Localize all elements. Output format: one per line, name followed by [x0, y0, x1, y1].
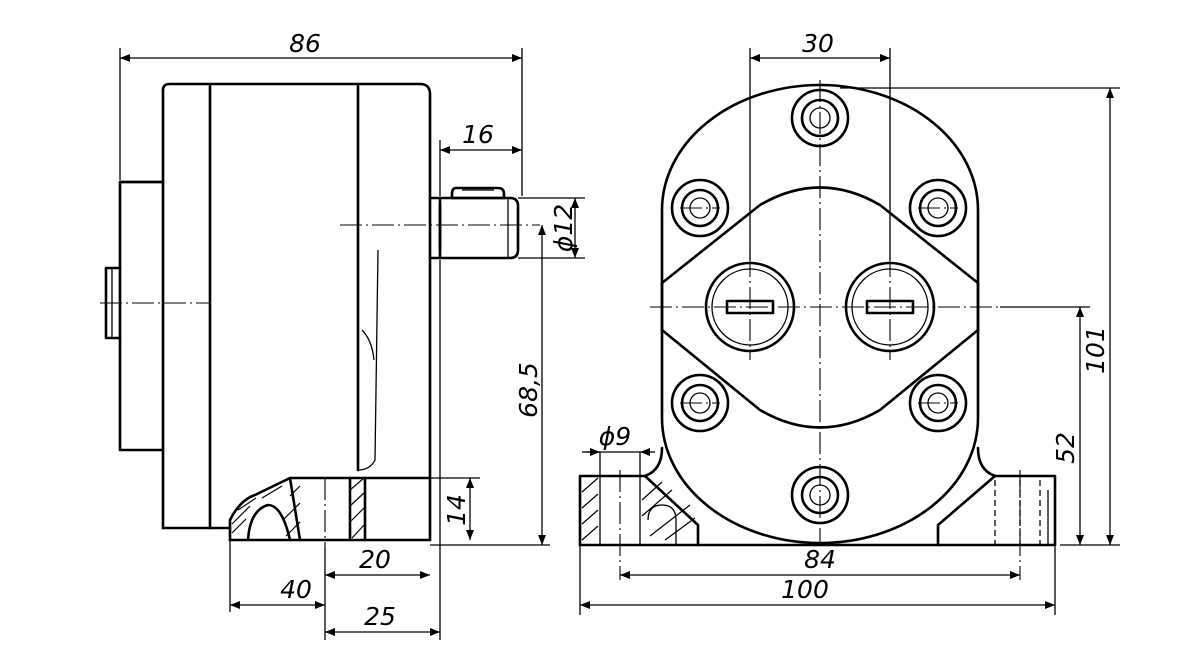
dim-foot-25: 25 — [364, 602, 396, 631]
dim-bolt-spacing: 30 — [802, 29, 834, 58]
dim-hole-diameter: ϕ9 — [599, 422, 631, 451]
dim-mount-hole-spacing: 84 — [804, 545, 836, 574]
front-view — [578, 80, 1057, 580]
dim-foot-20: 20 — [359, 545, 391, 574]
dim-shaft-diameter: ϕ12 — [549, 204, 578, 252]
dim-shaft-axis-height: 68,5 — [514, 362, 543, 418]
side-foot-hatching — [231, 477, 366, 539]
dim-shaft-length: 16 — [462, 120, 494, 149]
dim-foot-thickness: 14 — [442, 494, 471, 526]
dim-overall-height: 101 — [1081, 326, 1110, 374]
front-view-dimensions: 30 101 52 ϕ9 84 100 — [579, 29, 1120, 615]
side-view — [100, 82, 540, 548]
dim-foot-40: 40 — [280, 575, 312, 604]
dim-base-width: 100 — [781, 575, 829, 604]
side-view-dimensions: 86 16 ϕ12 68,5 14 20 40 25 — [119, 29, 585, 640]
dim-axis-height: 52 — [1051, 432, 1080, 464]
dim-overall-length: 86 — [289, 29, 321, 58]
front-foot-hatching — [581, 477, 696, 541]
